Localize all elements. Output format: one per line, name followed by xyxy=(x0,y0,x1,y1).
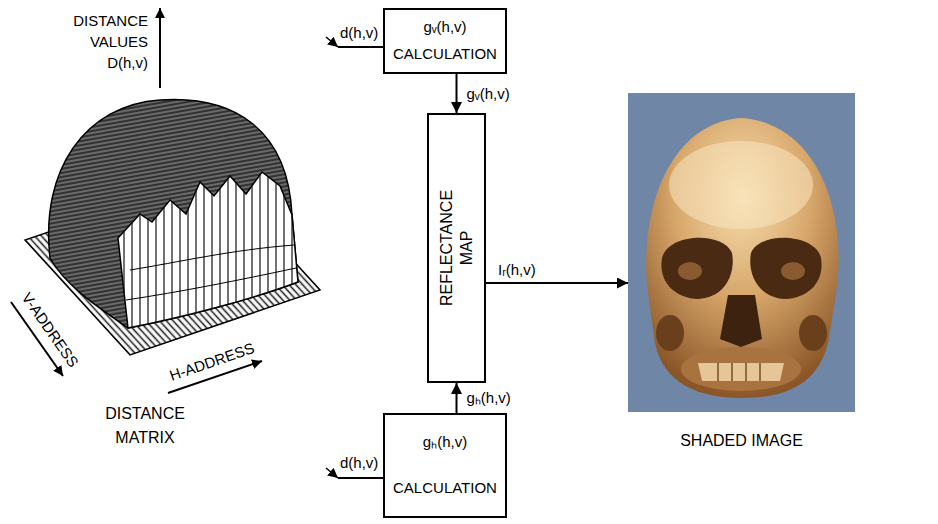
relief-line xyxy=(195,160,196,340)
box-title: CALCULATION xyxy=(393,45,497,64)
maxilla xyxy=(681,347,801,391)
relief-line xyxy=(123,160,124,340)
input-arrow xyxy=(326,37,338,47)
relief-line xyxy=(155,160,156,340)
edge-label: Iᵣ(h,v) xyxy=(496,261,538,279)
connector xyxy=(456,383,458,413)
figure-caption: DISTANCE MATRIX xyxy=(105,402,185,450)
cheek-shadow xyxy=(656,315,684,351)
relief-line xyxy=(283,160,284,340)
connector xyxy=(486,282,628,284)
box-title: REFLECTANCE MAP xyxy=(437,190,477,306)
image-ground xyxy=(628,93,855,412)
relief-contours xyxy=(124,160,292,340)
relief-line xyxy=(267,160,268,340)
relief-line xyxy=(259,160,260,340)
forehead-highlight xyxy=(669,141,813,229)
signal-name: d(h,v) xyxy=(340,24,378,42)
cranium xyxy=(646,118,838,398)
relief-line xyxy=(163,160,164,340)
relief-line xyxy=(251,160,252,340)
teeth-lines xyxy=(718,363,760,381)
process-box: gᵥ(h,v) CALCULATION xyxy=(383,8,507,74)
edge-label: gₕ(h,v) xyxy=(465,389,513,407)
relief-contour xyxy=(126,268,296,300)
relief-line xyxy=(187,160,188,340)
teeth xyxy=(698,363,784,381)
process-box: REFLECTANCE MAP xyxy=(427,113,486,383)
connector xyxy=(456,74,458,113)
box-title: CALCULATION xyxy=(393,479,497,498)
eye-socket xyxy=(750,238,821,299)
axis-label: DISTANCE VALUES D(h,v) xyxy=(73,10,148,73)
relief-line xyxy=(147,160,148,340)
relief-line xyxy=(211,160,212,340)
relief-line xyxy=(131,160,132,340)
nasal-cavity xyxy=(720,295,762,347)
eye-socket xyxy=(661,238,732,299)
input-wire xyxy=(338,477,383,479)
signal-name: d(h,v) xyxy=(340,454,378,472)
relief-line xyxy=(291,160,292,340)
cheek-shadow xyxy=(799,315,827,351)
signal-name: gₕ(h,v) xyxy=(423,433,467,452)
orbit-detail xyxy=(781,262,805,280)
axis-label: V-ADDRESS xyxy=(18,289,82,370)
relief-line xyxy=(139,160,140,340)
relief-line xyxy=(171,160,172,340)
image-caption: SHADED IMAGE xyxy=(628,432,855,450)
distance-axis-arrow xyxy=(159,8,161,88)
relief-contour xyxy=(130,245,294,270)
input-wire xyxy=(338,46,383,48)
relief-line xyxy=(179,160,180,340)
relief-line xyxy=(275,160,276,340)
process-box: gₕ(h,v) CALCULATION xyxy=(383,413,507,518)
relief-front-face xyxy=(118,172,298,328)
image-panel: SHADED IMAGE xyxy=(628,93,855,412)
relief-line xyxy=(235,160,236,340)
orbit-detail xyxy=(678,262,702,280)
axis-label: H-ADDRESS xyxy=(167,339,256,385)
shaded-skull-image xyxy=(628,93,855,412)
edge-label: gᵥ(h,v) xyxy=(465,85,512,103)
relief-line xyxy=(203,160,204,340)
input-arrow xyxy=(326,468,338,478)
relief-line xyxy=(227,160,228,340)
relief-line xyxy=(219,160,220,340)
signal-name: gᵥ(h,v) xyxy=(423,18,466,37)
